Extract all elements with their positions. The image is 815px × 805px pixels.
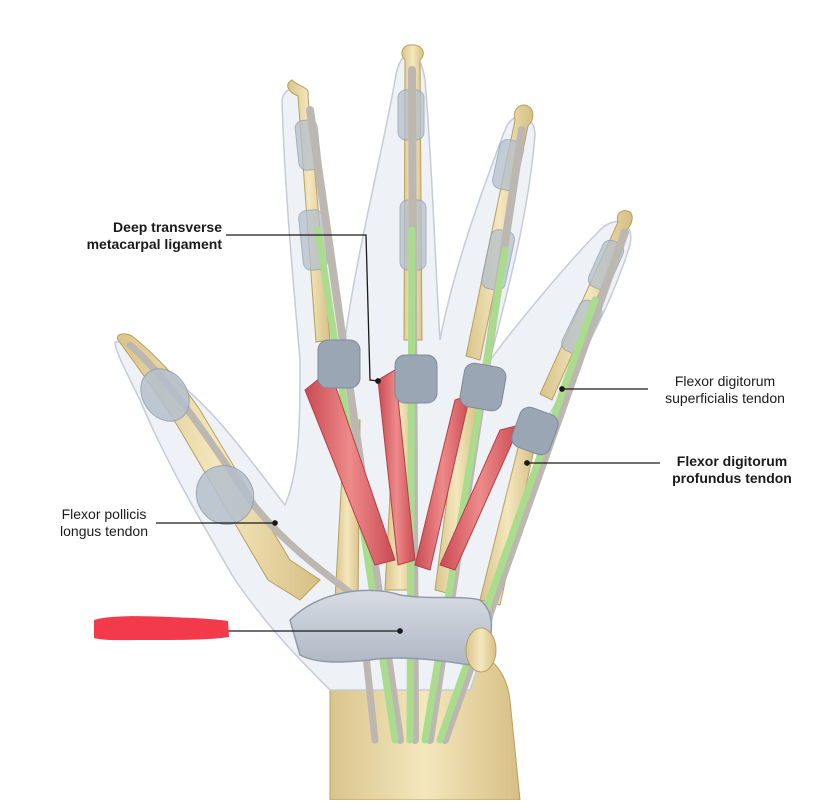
redacted-label-scribble bbox=[94, 616, 229, 641]
leader-lines bbox=[156, 234, 660, 634]
anchor-fds bbox=[559, 386, 565, 392]
anchor-retinaculum bbox=[397, 628, 403, 634]
label-flexor-digitorum-superficialis-tendon: Flexor digitorum superficialis tendon bbox=[650, 373, 800, 407]
label-line-2: metacarpal ligament bbox=[86, 236, 222, 252]
label-flexor-pollicis-longus-tendon: Flexor pollicis longus tendon bbox=[52, 506, 156, 540]
anchor-fpl bbox=[272, 520, 278, 526]
label-line-2: profundus tendon bbox=[672, 470, 792, 486]
flexor-retinaculum bbox=[289, 589, 497, 673]
label-deep-transverse-metacarpal-ligament: Deep transverse metacarpal ligament bbox=[70, 219, 222, 253]
label-line-1: Flexor digitorum bbox=[676, 453, 788, 469]
label-line-2: longus tendon bbox=[60, 523, 148, 539]
pisiform-bone bbox=[465, 627, 497, 673]
thumb-sheath bbox=[140, 368, 255, 525]
leader-deep-transverse bbox=[226, 234, 379, 382]
label-line-1: Flexor pollicis bbox=[61, 506, 147, 522]
label-line-1: Flexor digitorum bbox=[674, 373, 776, 389]
anchor-deep-transverse bbox=[375, 378, 381, 384]
anchor-fdp bbox=[524, 460, 530, 466]
label-line-1: Deep transverse bbox=[113, 219, 222, 235]
metacarpophalangeal-capsules bbox=[317, 339, 559, 456]
lumbrical-muscles bbox=[304, 369, 521, 571]
label-line-2: superficialis tendon bbox=[665, 390, 785, 406]
label-flexor-digitorum-profundus-tendon: Flexor digitorum profundus tendon bbox=[662, 453, 802, 487]
